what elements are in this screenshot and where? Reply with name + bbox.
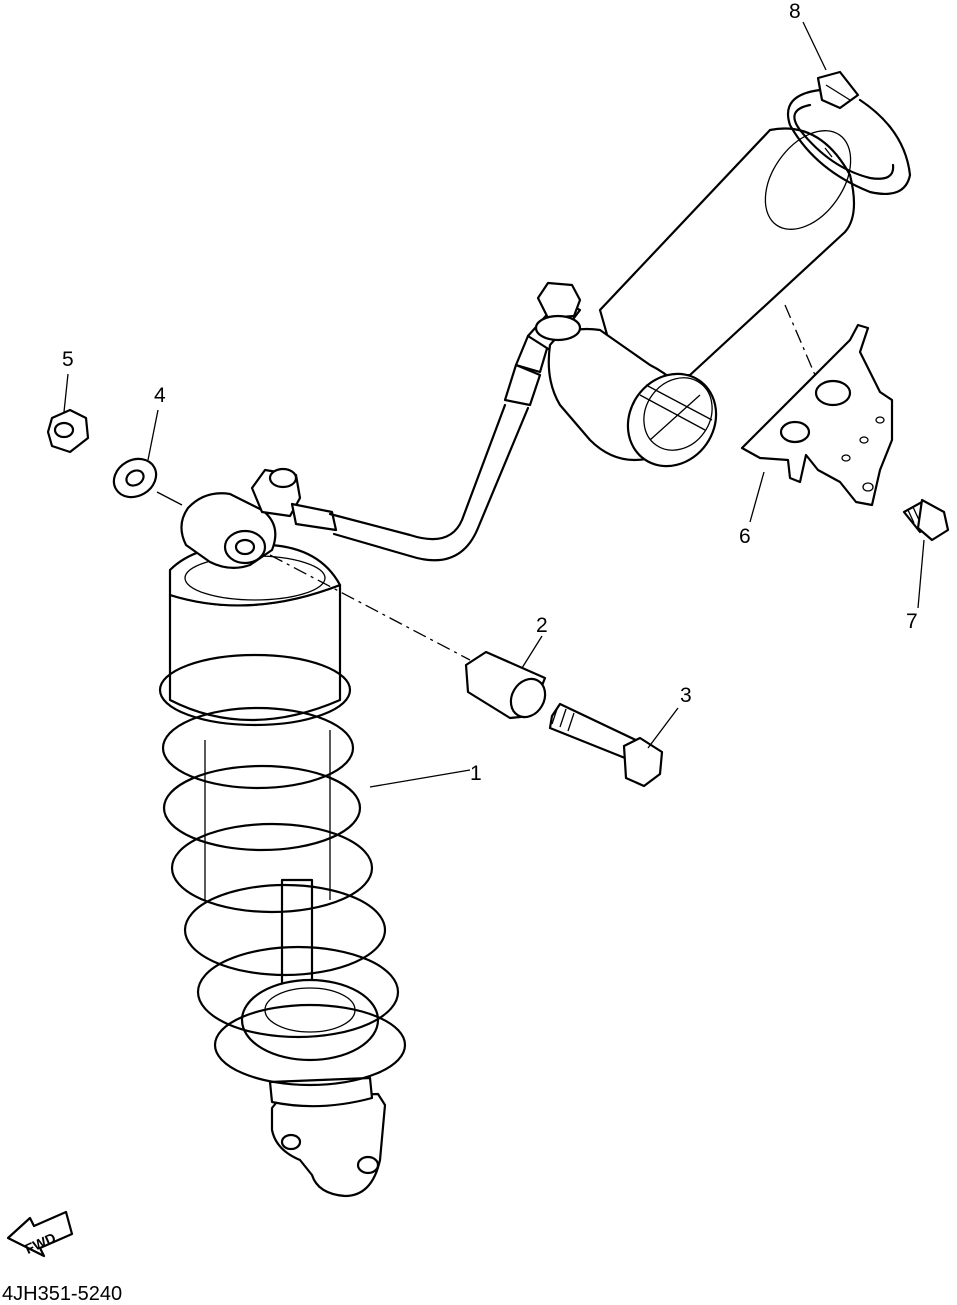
- callout-2: 2: [536, 614, 548, 637]
- leader-lines: [63, 21, 925, 788]
- forward-arrow-icon: FWD: [6, 1210, 74, 1258]
- washer: [112, 457, 158, 499]
- reservoir-hose: [290, 298, 582, 562]
- callout-1: 1: [470, 762, 482, 785]
- reservoir-bracket: [740, 323, 894, 507]
- callout-3: 3: [680, 684, 692, 707]
- mounting-bolt: [548, 702, 664, 788]
- diagram-code: 4JH351-5240: [2, 1283, 122, 1305]
- callout-8: 8: [789, 0, 801, 23]
- coil-spring: [158, 653, 407, 1087]
- hex-nut: [46, 408, 90, 454]
- shock-absorber-assembly: [158, 467, 407, 1198]
- callout-6: 6: [739, 525, 751, 548]
- callout-7: 7: [906, 610, 918, 633]
- collar: [464, 650, 547, 720]
- reservoir-tank: [534, 127, 856, 468]
- callout-numbers: 1 2 3 4 5 6 7 8: [62, 0, 918, 785]
- hose-clamp: [787, 70, 912, 196]
- bracket-bolt: [902, 498, 950, 542]
- callout-5: 5: [62, 348, 74, 371]
- callout-4: 4: [154, 384, 166, 407]
